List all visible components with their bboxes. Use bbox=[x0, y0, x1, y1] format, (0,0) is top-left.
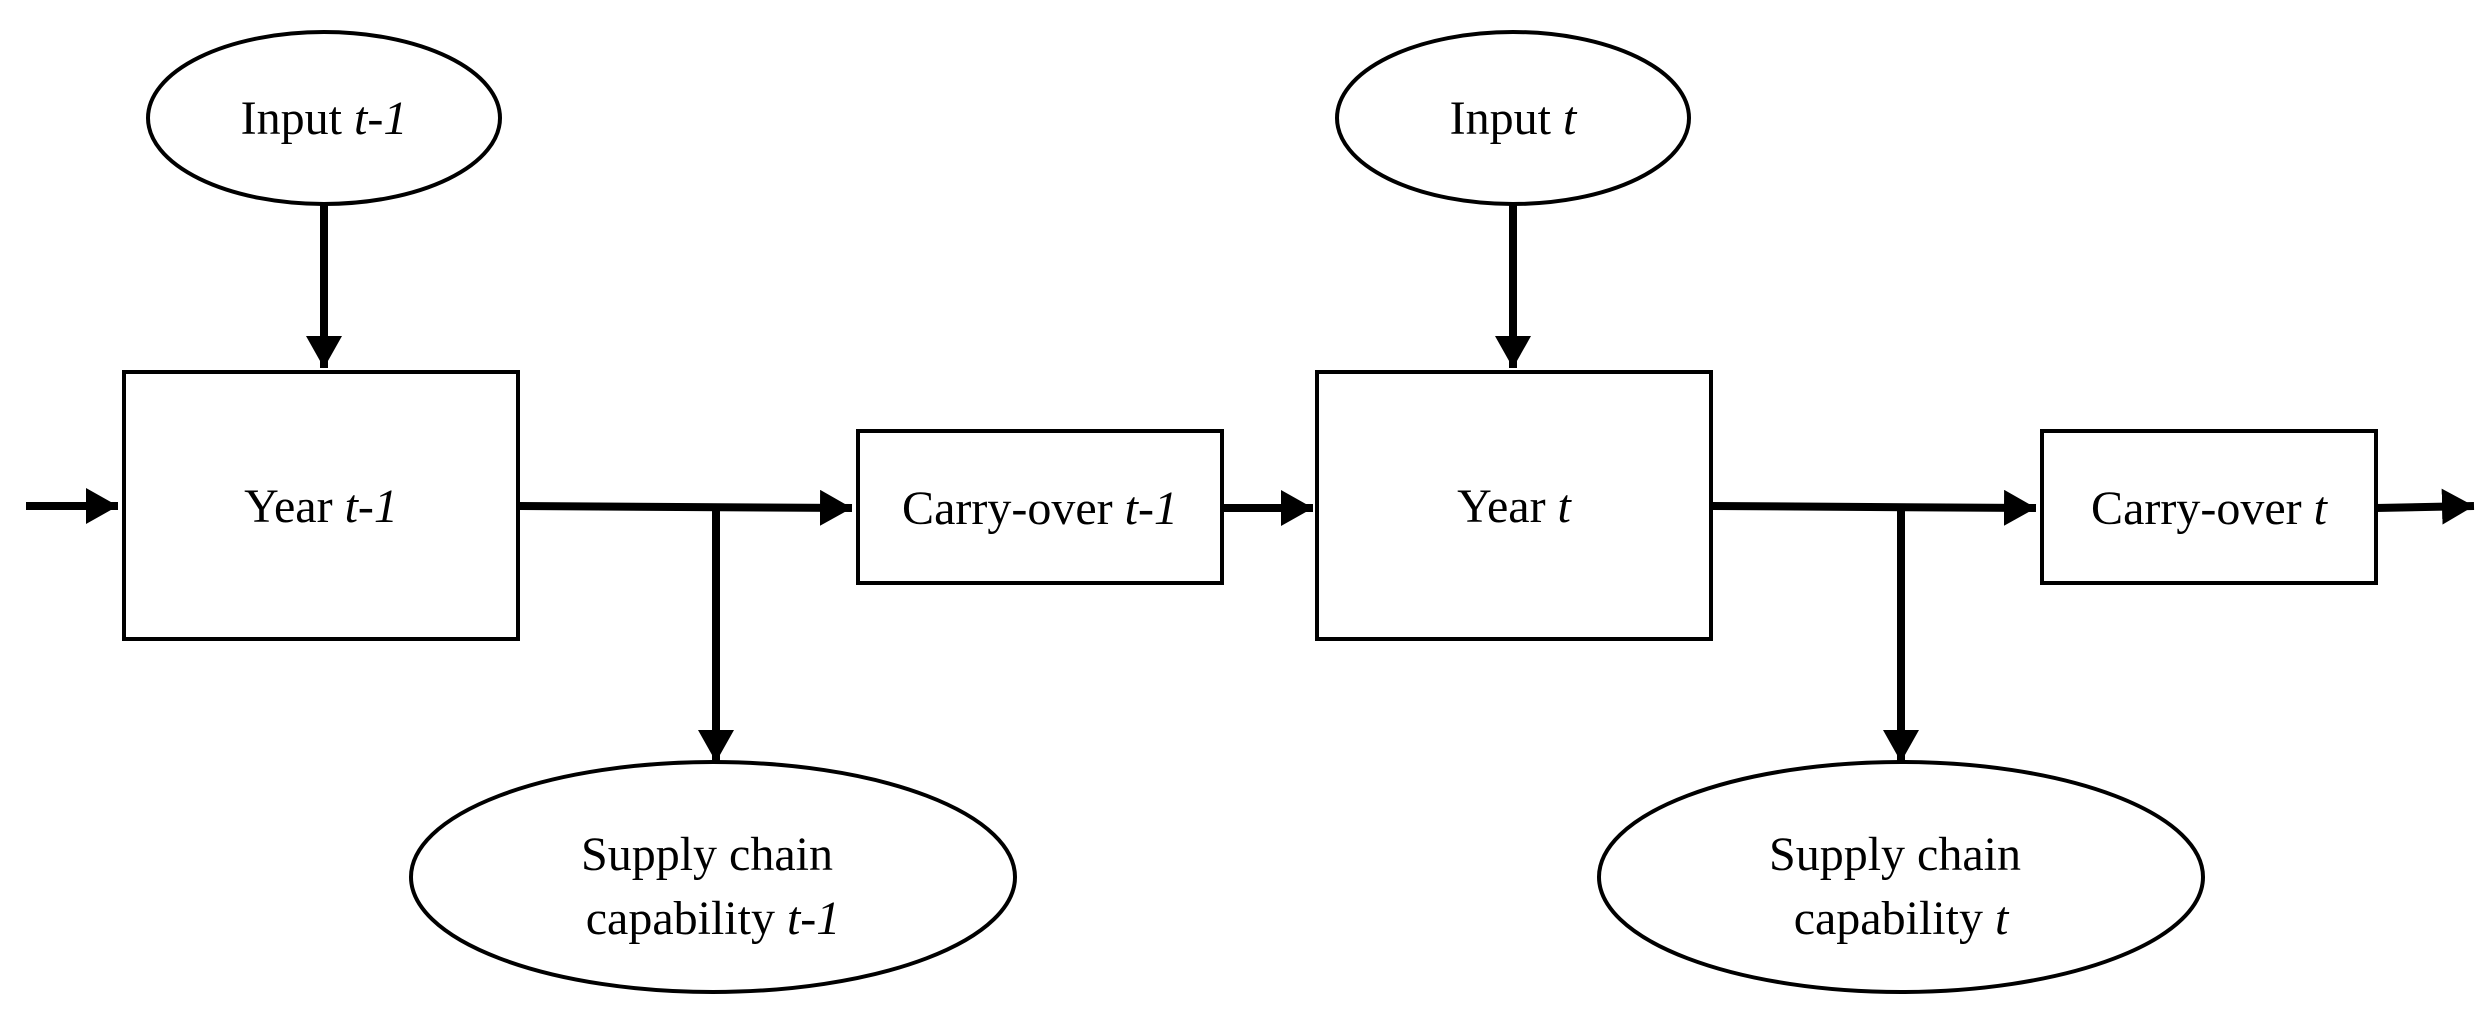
edge-carry-curr-to-external bbox=[2375, 488, 2475, 525]
supply-prev-label: Supply chain capability t-1 bbox=[581, 828, 845, 945]
input-prev-text: Input bbox=[241, 92, 343, 145]
supply-prev-var: t-1 bbox=[787, 892, 840, 945]
carry-prev-box bbox=[856, 429, 1224, 585]
input-curr-node: Input t bbox=[1335, 30, 1691, 206]
year-curr-box bbox=[1315, 370, 1713, 641]
input-curr-text: Input bbox=[1450, 92, 1552, 145]
input-curr-var: t bbox=[1563, 92, 1578, 145]
carry-prev-text: Carry-over bbox=[902, 482, 1113, 535]
input-prev-label: Input t-1 bbox=[241, 92, 408, 145]
year-curr-label: Year t bbox=[1457, 480, 1572, 533]
supply-prev-ellipse bbox=[409, 760, 1017, 994]
year-prev-box bbox=[122, 370, 520, 641]
year-curr-node: Year t bbox=[1315, 370, 1713, 641]
supply-curr-line1: Supply chain bbox=[1769, 828, 2021, 881]
supply-curr-var: t bbox=[1995, 892, 2010, 945]
year-curr-var: t bbox=[1558, 480, 1573, 533]
supply-curr-ellipse bbox=[1597, 760, 2205, 994]
carry-curr-text: Carry-over bbox=[2091, 482, 2302, 535]
input-curr-ellipse bbox=[1335, 30, 1691, 206]
supply-curr-line2: capability t bbox=[1794, 892, 2010, 945]
supply-prev-line1: Supply chain bbox=[581, 828, 833, 881]
edge-year-prev-to-carry-prev bbox=[518, 489, 853, 526]
edge-year-curr-to-carry-curr bbox=[1711, 489, 2037, 526]
supply-prev-line2: capability t-1 bbox=[586, 892, 841, 945]
year-prev-text: Year bbox=[244, 480, 332, 533]
supply-prev-line2-text: capability bbox=[586, 892, 775, 945]
carry-curr-box bbox=[2040, 429, 2378, 585]
supply-prev-node: Supply chain capability t-1 bbox=[409, 760, 1017, 994]
carry-prev-label: Carry-over t-1 bbox=[902, 482, 1178, 535]
input-prev-var: t-1 bbox=[354, 92, 407, 145]
supply-curr-node: Supply chain capability t bbox=[1597, 760, 2205, 994]
year-curr-text: Year bbox=[1457, 480, 1545, 533]
edges bbox=[26, 204, 2475, 762]
input-curr-label: Input t bbox=[1450, 92, 1578, 145]
carry-curr-label: Carry-over t bbox=[2091, 482, 2329, 535]
supply-curr-line2-text: capability bbox=[1794, 892, 1983, 945]
year-prev-node: Year t-1 bbox=[122, 370, 520, 641]
input-prev-ellipse bbox=[146, 30, 502, 206]
year-prev-var: t-1 bbox=[345, 480, 398, 533]
supply-curr-label: Supply chain capability t bbox=[1769, 828, 2033, 945]
carry-curr-node: Carry-over t bbox=[2040, 429, 2378, 585]
carry-curr-var: t bbox=[2314, 482, 2329, 535]
carry-prev-node: Carry-over t-1 bbox=[856, 429, 1224, 585]
input-prev-node: Input t-1 bbox=[146, 30, 502, 206]
carry-prev-var: t-1 bbox=[1125, 482, 1178, 535]
year-prev-label: Year t-1 bbox=[244, 480, 398, 533]
